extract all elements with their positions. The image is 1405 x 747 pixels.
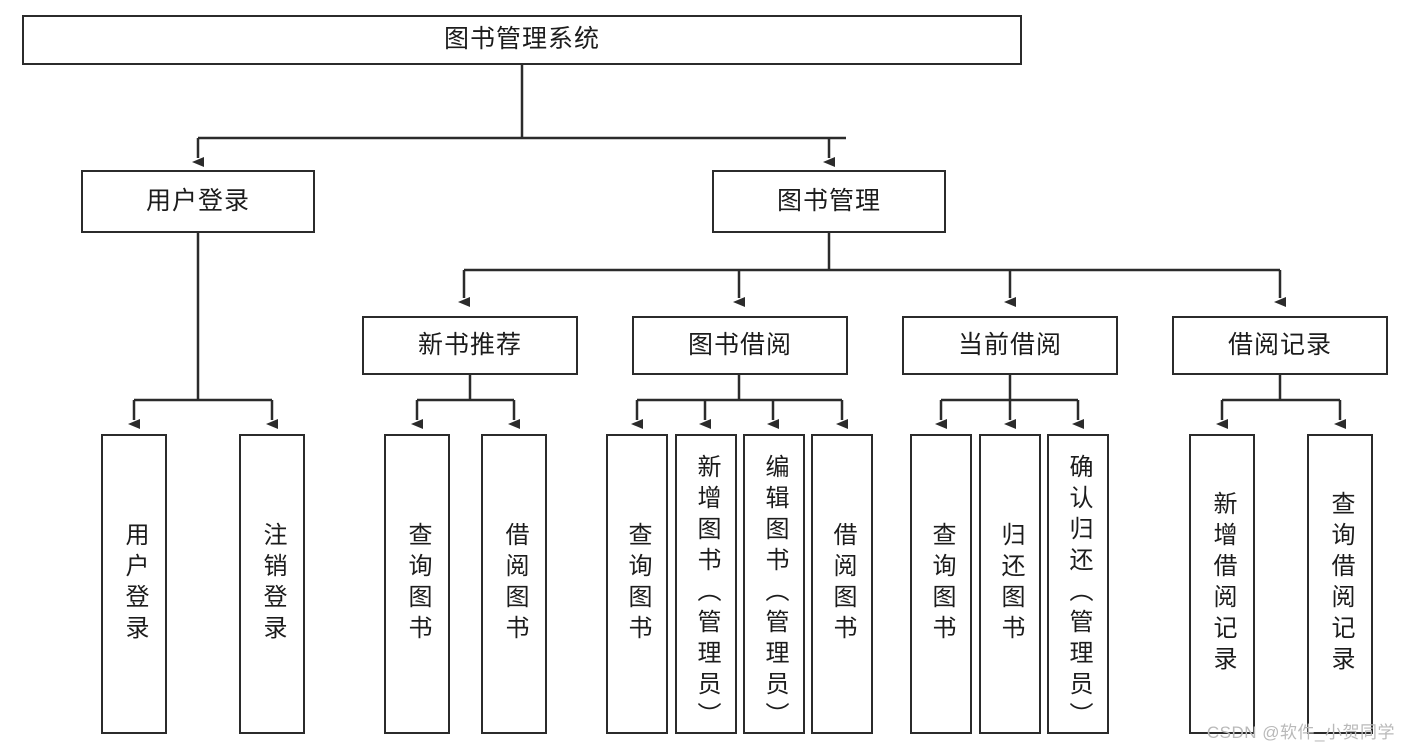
node-new-book-rec-label: 新书推荐 (417, 330, 522, 359)
node-book-borrow-label: 图书借阅 (687, 330, 792, 359)
node-current-borrow-label: 当前借阅 (957, 330, 1062, 359)
node-leaf-edit-book[interactable]: 编辑图书（管理员） (743, 434, 805, 734)
node-leaf-query-book-1[interactable]: 查询图书 (384, 434, 450, 734)
node-root-label: 图书管理系统 (443, 25, 600, 54)
node-leaf-query-book-3[interactable]: 查询图书 (910, 434, 972, 734)
watermark: CSDN @软件_小贺同学 (1206, 723, 1395, 742)
node-leaf-return-book[interactable]: 归还图书 (979, 434, 1041, 734)
node-borrow-record-label: 借阅记录 (1227, 330, 1332, 359)
node-leaf-user-logout-label: 注销登录 (259, 522, 286, 646)
node-leaf-query-record-label: 查询借阅记录 (1327, 491, 1354, 677)
node-book-borrow[interactable]: 图书借阅 (632, 316, 848, 375)
node-leaf-borrow-book-2[interactable]: 借阅图书 (811, 434, 873, 734)
node-current-borrow[interactable]: 当前借阅 (902, 316, 1118, 375)
node-leaf-query-book-2-label: 查询图书 (624, 522, 651, 646)
node-user-login[interactable]: 用户登录 (81, 170, 315, 233)
node-leaf-add-record-label: 新增借阅记录 (1209, 491, 1236, 677)
node-user-login-label: 用户登录 (145, 186, 250, 215)
node-leaf-add-book-label: 新增图书（管理员） (693, 454, 720, 733)
node-leaf-borrow-book-2-label: 借阅图书 (829, 522, 856, 646)
node-leaf-query-book-3-label: 查询图书 (928, 522, 955, 646)
node-leaf-edit-book-label: 编辑图书（管理员） (761, 454, 788, 733)
node-leaf-add-book[interactable]: 新增图书（管理员） (675, 434, 737, 734)
node-new-book-rec[interactable]: 新书推荐 (362, 316, 578, 375)
node-leaf-return-book-label: 归还图书 (997, 522, 1024, 646)
node-leaf-user-login-label: 用户登录 (121, 522, 148, 646)
node-leaf-borrow-book-1[interactable]: 借阅图书 (481, 434, 547, 734)
node-leaf-query-book-1-label: 查询图书 (404, 522, 431, 646)
node-borrow-record[interactable]: 借阅记录 (1172, 316, 1388, 375)
node-leaf-user-logout[interactable]: 注销登录 (239, 434, 305, 734)
node-leaf-user-login[interactable]: 用户登录 (101, 434, 167, 734)
node-book-manage-label: 图书管理 (776, 186, 881, 215)
node-leaf-confirm-return-label: 确认归还（管理员） (1065, 454, 1092, 733)
node-leaf-borrow-book-1-label: 借阅图书 (501, 522, 528, 646)
node-leaf-query-book-2[interactable]: 查询图书 (606, 434, 668, 734)
node-leaf-confirm-return[interactable]: 确认归还（管理员） (1047, 434, 1109, 734)
node-leaf-query-record[interactable]: 查询借阅记录 (1307, 434, 1373, 734)
node-book-manage[interactable]: 图书管理 (712, 170, 946, 233)
node-root[interactable]: 图书管理系统 (22, 15, 1022, 65)
node-leaf-add-record[interactable]: 新增借阅记录 (1189, 434, 1255, 734)
